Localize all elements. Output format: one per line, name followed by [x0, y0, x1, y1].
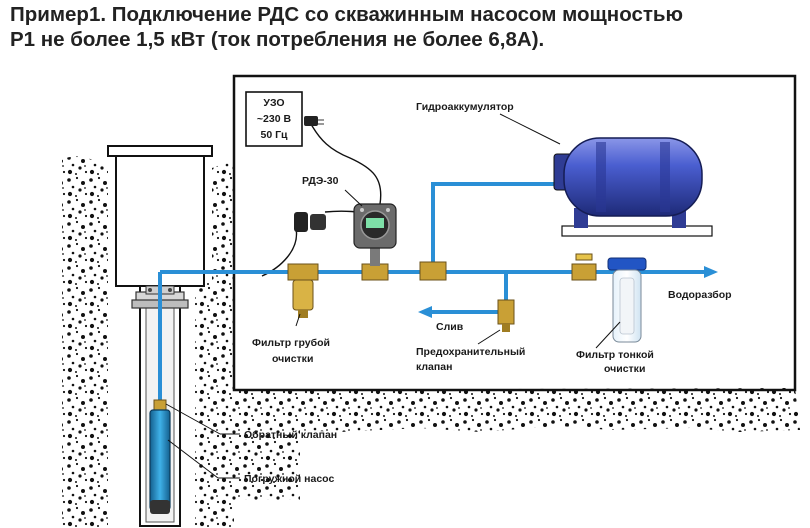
rde-fitting	[361, 263, 389, 281]
check-valve	[153, 399, 167, 411]
rde-30-device	[353, 203, 397, 266]
label-coarse-filter-1: Фильтр грубой	[252, 337, 330, 349]
label-water-outlet: Водоразбор	[668, 289, 732, 301]
pump-socket	[294, 212, 326, 232]
coarse-filter	[287, 263, 319, 318]
soil-middle	[195, 160, 234, 528]
label-safety-valve-1: Предохранительный	[416, 346, 525, 358]
page-title: Пример1. Подключение РДС со скважинным н…	[10, 2, 800, 52]
fine-filter	[607, 257, 647, 343]
uzo-line-1: УЗО	[263, 97, 284, 109]
soil-under-house	[234, 388, 800, 500]
label-fine-filter-1: Фильтр тонкой	[576, 349, 654, 361]
soil-left	[62, 156, 108, 528]
label-safety-valve-2: клапан	[416, 361, 452, 373]
uzo-line-3: 50 Гц	[260, 129, 288, 141]
outlet-arrow	[704, 266, 718, 278]
label-check-valve: Обратный клапан	[244, 429, 337, 441]
house-wall	[232, 74, 797, 392]
label-accumulator: Гидроаккумулятор	[416, 101, 514, 113]
drain-arrow	[418, 306, 432, 318]
label-rde-30: РДЭ-30	[302, 175, 339, 187]
cables	[261, 123, 382, 277]
label-drain: Слив	[436, 321, 464, 333]
submersible-pump	[149, 409, 171, 514]
label-fine-filter-2: очистки	[604, 363, 645, 375]
ball-valve	[571, 253, 597, 281]
uzo-line-2: ~230 В	[257, 113, 292, 125]
title-line-1: Пример1. Подключение РДС со скважинным н…	[10, 3, 683, 26]
uzo-plug	[304, 116, 324, 126]
label-coarse-filter-2: очистки	[272, 353, 313, 365]
hydro-accumulator	[553, 137, 713, 237]
safety-valve	[497, 299, 515, 332]
accumulator-pipe	[431, 182, 578, 272]
callout-lines	[165, 113, 621, 479]
uzo-box: УЗО ~230 В 50 Гц	[245, 91, 303, 147]
tee-fitting	[419, 261, 447, 281]
label-submersible-pump: Погружной насос	[244, 473, 334, 485]
title-line-2: Р1 не более 1,5 кВт (ток потребления не …	[10, 28, 545, 51]
